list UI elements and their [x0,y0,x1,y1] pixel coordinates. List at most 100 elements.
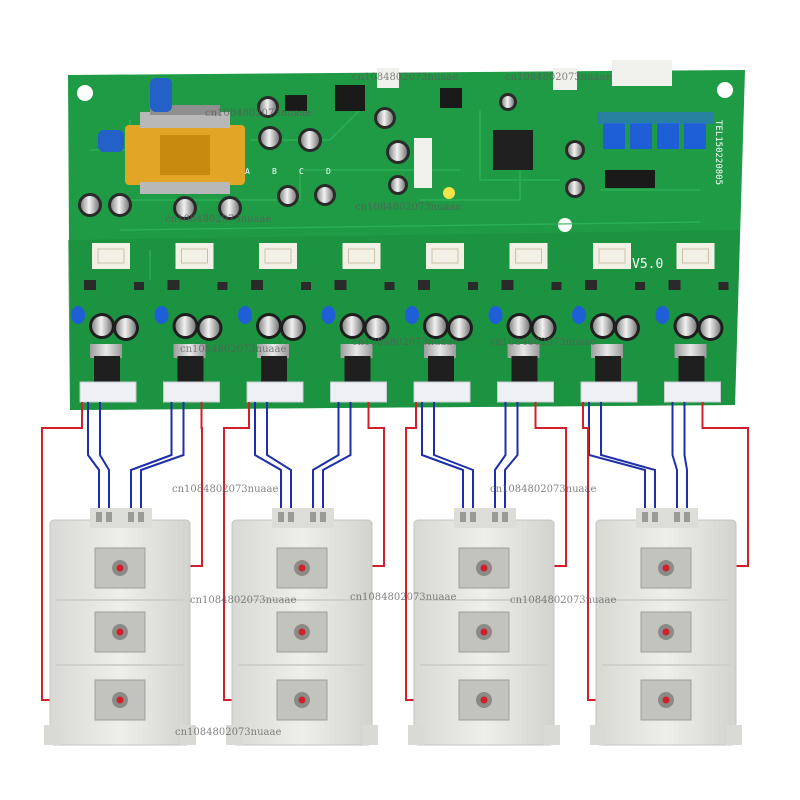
transistor-tab [173,344,206,358]
mount-ear [408,725,424,745]
signal-pin [684,512,690,522]
driver-channel [572,243,645,403]
blue-wire [600,402,656,512]
signal-pin [310,512,316,522]
driver-channel [71,243,144,403]
transistor-tab [90,344,122,358]
transistor-tab [591,344,623,358]
blue-wire [494,402,507,512]
pcb-board-shade [68,230,740,410]
watermark: cn1084802073nuaae [490,337,596,348]
mount-hole [558,218,572,232]
optocoupler-marking [598,248,626,264]
watermark: cn1084802073nuaae [510,595,616,606]
capacitor-top [509,316,530,336]
mount-ear [180,725,196,745]
terminal-screw-head [662,696,670,704]
blue-capacitor [238,306,252,324]
blue-wire [504,402,519,512]
module-signal-header [272,508,334,528]
smd-part [718,282,729,290]
ic-chip [285,95,307,111]
microcontroller-chip [493,130,533,170]
signal-pin [460,512,466,522]
driver-channel [405,243,478,403]
watermark: cn1084802073nuaae [175,727,281,738]
header-connector [377,68,399,88]
smd-part [217,282,228,290]
blue-wire [140,402,185,512]
terminal-screw-head [480,564,488,572]
smd-part [635,282,645,290]
terminal-screw-head [662,564,670,572]
module-signal-header [454,508,516,528]
capacitor-top [593,316,613,336]
blue-capacitor [154,306,169,324]
trimmer-pot-row [598,112,713,149]
transistor-body [177,356,204,384]
optocoupler-marking [348,248,375,264]
wire-connector [330,381,387,403]
transistor-body [678,356,705,384]
terminal-screw-head [298,628,306,636]
trimmer-pot [684,123,706,149]
smd-part [251,280,263,290]
mount-ear [44,725,60,745]
watermark-layer: cn1084802073nuaae cn1084802073nuaae cn10… [165,72,616,738]
watermark: cn1084802073nuaae [505,72,611,83]
trimmer-pot [630,123,652,149]
signal-pin [674,512,680,522]
wire-connector [580,381,638,403]
signal-pin [470,512,476,522]
mount-hole [717,82,733,98]
capacitor-top [617,318,637,338]
terminal-screw-head [116,564,124,572]
transistor-body [94,356,120,384]
watermark: cn1084802073nuaae [352,72,458,83]
silkscreen-letter: D [326,167,331,176]
driver-channel [154,243,228,403]
transistor-tab [257,344,289,358]
capacitor-top [533,318,554,338]
blue-capacitor [488,306,503,324]
led-indicator [443,187,455,199]
silkscreen-letter: B [272,167,277,176]
header-connector [612,60,672,86]
board-version-label: V5.0 [632,257,663,272]
optocoupler-marking [97,248,125,264]
blue-wire [588,402,646,512]
driver-channel [321,243,395,403]
trimmer-pot [603,123,625,149]
header-connector [553,68,577,90]
terminal-screw-head [116,628,124,636]
transistor-body [261,356,287,384]
signal-pin [642,512,648,522]
smd-part [468,282,478,290]
igbt-module [408,508,560,746]
smd-part [334,280,347,290]
blue-wire [322,402,352,512]
smd-part [167,280,180,290]
watermark: cn1084802073nuaae [350,592,456,603]
signal-pin [320,512,326,522]
signal-pin [138,512,144,522]
capacitor-top [450,318,470,338]
smd-part [84,280,96,290]
mount-ear [226,725,242,745]
blue-capacitor [572,306,586,324]
module-signal-header [636,508,698,528]
capacitor-top [342,316,363,336]
signal-pin [288,512,294,522]
capacitor-top [92,316,112,336]
wire-connector [413,381,471,403]
watermark: cn1084802073nuaae [355,202,461,213]
blue-wire [254,402,282,512]
blue-wire [312,402,340,512]
transistor-tab [424,344,456,358]
capacitor-top [175,316,196,336]
transistor-tab [507,344,540,358]
watermark: cn1084802073nuaae [180,344,286,355]
blue-wire [266,402,292,512]
signal-pin [652,512,658,522]
